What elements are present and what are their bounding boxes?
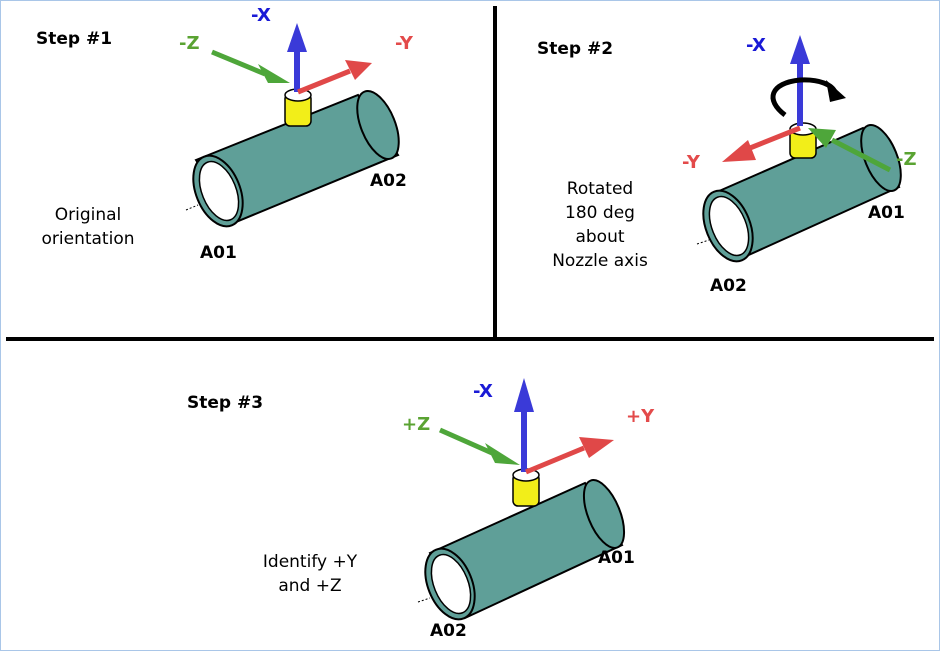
panel-note: Identify +Y and +Z: [250, 550, 370, 598]
axis-x-label: -X: [251, 5, 271, 26]
note-line: Nozzle axis: [552, 251, 648, 271]
step-title: Step #2: [537, 39, 614, 59]
pipe-end-label-right: A02: [370, 171, 407, 191]
axis-z-label: +Z: [402, 414, 431, 435]
note-line: Identify +Y: [262, 552, 358, 572]
pipe-end-label-left: A02: [430, 621, 467, 641]
axis-z-label: -Z: [896, 149, 917, 170]
note-line: orientation: [41, 229, 135, 249]
step-title: Step #1: [36, 29, 113, 49]
note-line: 180 deg: [565, 203, 635, 223]
note-line: and +Z: [278, 576, 342, 596]
rotation-arrow-step2: [770, 77, 846, 117]
axis-y-label: -Y: [682, 152, 700, 173]
pipe-end-label-right: A01: [868, 203, 905, 223]
axis-x-label: -X: [473, 381, 493, 402]
panel-note: Rotated 180 deg about Nozzle axis: [540, 177, 660, 273]
axes-step2: [722, 35, 892, 173]
pipe-end-label-left: A02: [710, 276, 747, 296]
axes-step3: [438, 378, 614, 475]
panel-note: Original orientation: [33, 203, 143, 251]
note-line: about: [575, 227, 625, 247]
pipe-end-label-right: A01: [598, 548, 635, 568]
axis-y-label: -Y: [395, 33, 413, 54]
axis-y-label: +Y: [626, 406, 655, 427]
pipe-step2: [696, 123, 902, 263]
step-title: Step #3: [187, 393, 264, 413]
axis-x-label: -X: [746, 35, 766, 56]
note-line: Rotated: [566, 179, 634, 199]
nozzle-step1: [284, 88, 312, 127]
pipe-end-label-left: A01: [200, 243, 237, 263]
pipe-step1: [185, 90, 400, 228]
nozzle-step3: [512, 468, 540, 507]
axes-step1: [211, 23, 372, 95]
axis-z-label: -Z: [179, 33, 200, 54]
note-line: Original: [54, 205, 122, 225]
